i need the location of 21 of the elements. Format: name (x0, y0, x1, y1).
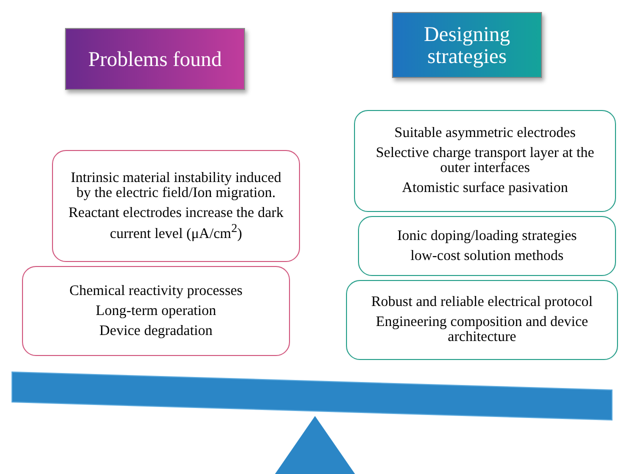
list-item: Chemical reactivity processes (69, 284, 243, 298)
heading-text: Designing strategies (422, 23, 512, 67)
text-card (358, 216, 616, 276)
list-item: Robust and reliable electrical protocol (371, 295, 593, 310)
list-item: Suitable asymmetric electrodes (394, 126, 576, 141)
list-item: Ionic doping/loading strategies (397, 228, 577, 244)
list-item: low-cost solution methods (410, 248, 564, 264)
text-card (52, 150, 300, 262)
list-item: Atomistic surface pasivation (402, 181, 568, 196)
list-item: Intrinsic material instability induced by the electric field/Ion migration. (70, 170, 282, 201)
list-item: Device degradation (99, 324, 213, 338)
heading-box (65, 28, 245, 90)
heading-text: Problems found (88, 48, 222, 70)
list-item: Long-term operation (96, 304, 216, 318)
list-item: Selective charge transport layer at the outer interfaces (374, 146, 596, 176)
list-item: Engineering composition and device architecture (374, 315, 590, 345)
text-card (354, 110, 616, 212)
heading-box (392, 12, 542, 78)
list-item: Reactant electrodes increase the dark current level (μA/cm$^{2}$) (68, 206, 284, 242)
text-card (22, 266, 290, 356)
text-card (346, 280, 618, 360)
